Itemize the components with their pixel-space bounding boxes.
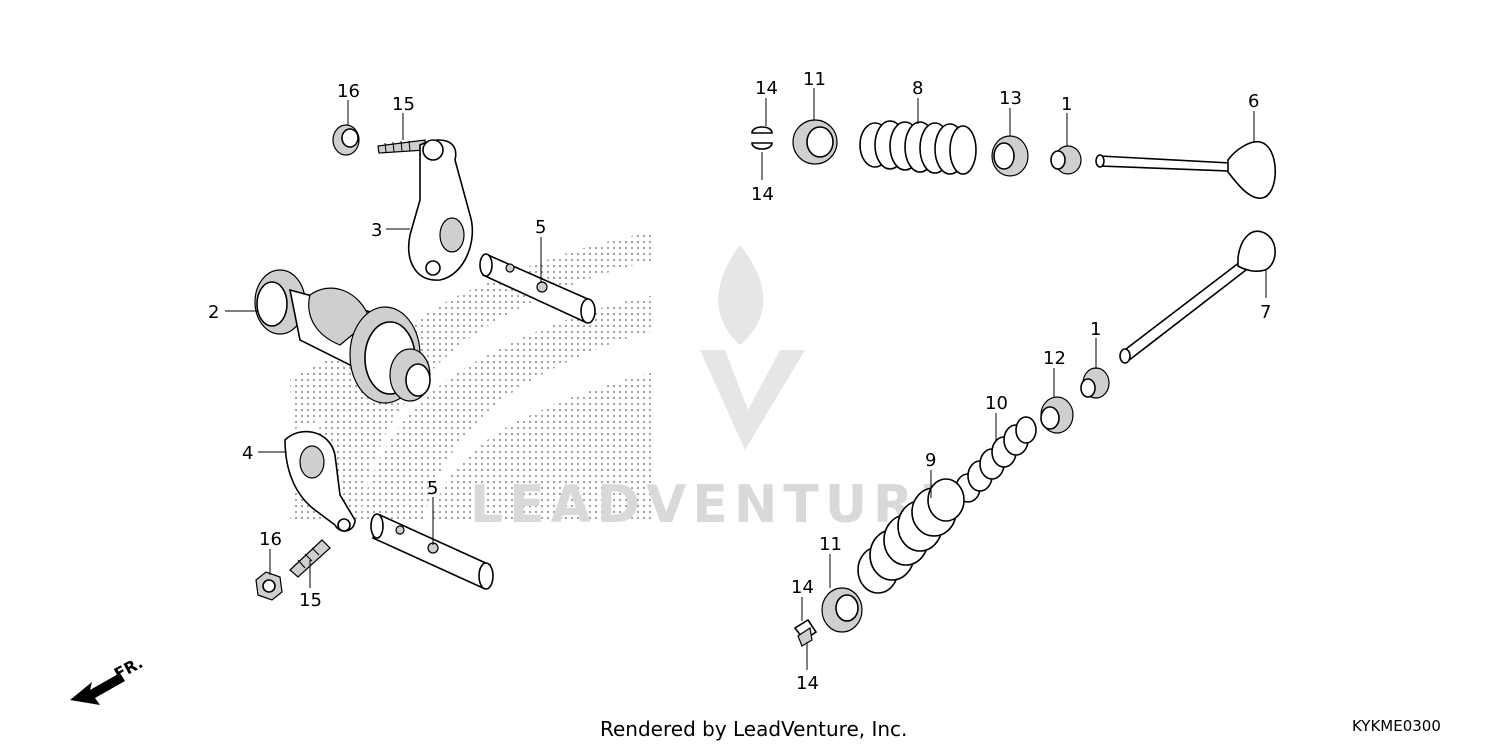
callout-3: 3 <box>371 220 382 241</box>
callout-1-top: 1 <box>1061 94 1072 115</box>
callout-9: 9 <box>925 450 936 471</box>
part-seat-12 <box>1040 396 1074 434</box>
part-cotter-14-bottom <box>793 618 818 647</box>
callout-1-bottom: 1 <box>1090 319 1101 340</box>
part-rocker-arm-3 <box>408 139 474 281</box>
callout-7: 7 <box>1260 302 1271 323</box>
callout-8: 8 <box>912 78 923 99</box>
callout-11-bottom: 11 <box>819 534 842 555</box>
callout-14-lower-a: 14 <box>791 577 814 598</box>
part-spring-9 <box>857 478 965 594</box>
callout-12: 12 <box>1043 348 1066 369</box>
part-valve-7 <box>1119 230 1276 364</box>
part-spring-8 <box>859 120 977 175</box>
callout-14-lower-b: 14 <box>796 673 819 694</box>
callout-4: 4 <box>242 443 253 464</box>
part-seat-13 <box>991 135 1029 177</box>
callout-6: 6 <box>1248 91 1259 112</box>
part-nut-16-bottom <box>255 571 283 601</box>
part-adjust-screw-15-top <box>377 139 427 154</box>
callout-15-top: 15 <box>392 94 415 115</box>
part-rocker-shaft-5-bottom <box>370 513 494 590</box>
part-rocker-arm-4 <box>284 430 356 532</box>
part-adjust-screw-15-bottom <box>289 539 331 578</box>
part-cotter-14-top <box>751 126 773 150</box>
callout-2: 2 <box>208 302 219 323</box>
callout-11-top: 11 <box>803 69 826 90</box>
callout-14-upper-a: 14 <box>755 78 778 99</box>
part-stem-seal-1-bottom <box>1080 367 1110 399</box>
callout-15-bottom: 15 <box>299 590 322 611</box>
diagram-code: KYKME0300 <box>1352 717 1441 735</box>
part-spring-10 <box>955 416 1037 503</box>
callout-16-top: 16 <box>337 81 360 102</box>
callout-10: 10 <box>985 393 1008 414</box>
part-stem-seal-1-top <box>1050 145 1082 175</box>
callout-5-bottom: 5 <box>427 478 438 499</box>
leader-lines <box>225 88 1267 670</box>
part-rocker-shaft-5-top <box>479 253 596 324</box>
callout-5-top: 5 <box>535 217 546 238</box>
part-valve-6 <box>1095 140 1277 199</box>
callout-16-bottom: 16 <box>259 529 282 550</box>
watermark-text: LEADVENTURE <box>470 475 961 535</box>
part-nut-16-top <box>332 124 360 156</box>
callouts: 16 15 3 5 2 4 5 16 15 14 14 11 8 13 1 6 … <box>208 69 1271 694</box>
callout-14-upper-b: 14 <box>751 184 774 205</box>
footer-credit: Rendered by LeadVenture, Inc. <box>600 717 908 741</box>
leadventure-watermark: LEADVENTURE <box>470 245 961 535</box>
part-camshaft-2 <box>254 269 431 404</box>
front-arrow-icon <box>70 673 125 705</box>
part-retainer-11-top <box>792 119 838 165</box>
part-retainer-11-bottom <box>821 587 863 633</box>
front-direction-indicator: FR. <box>70 653 146 705</box>
callout-13: 13 <box>999 88 1022 109</box>
